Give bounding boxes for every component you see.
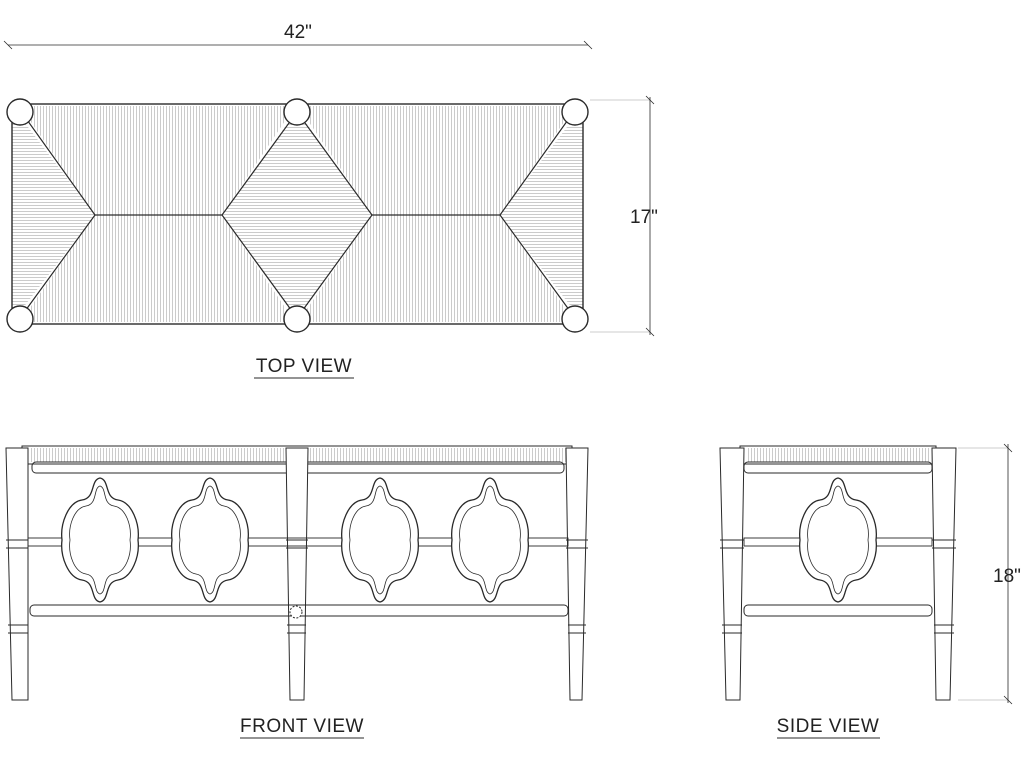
leg-posts <box>6 98 589 333</box>
width-label: 42" <box>284 22 312 43</box>
front-view-label: FRONT VIEW <box>240 716 364 737</box>
depth-dimension: 17" <box>590 95 658 337</box>
height-dimension: 18" <box>958 443 1021 705</box>
front-legs <box>5 447 589 701</box>
seat-weave <box>12 106 583 322</box>
top-view: 42" <box>3 22 658 379</box>
side-quatrefoil <box>799 477 877 603</box>
front-view: FRONT VIEW <box>5 445 589 739</box>
front-quatrefoils <box>61 477 529 603</box>
side-legs <box>719 447 957 701</box>
side-view-label: SIDE VIEW <box>777 716 880 737</box>
height-label: 18" <box>993 566 1021 587</box>
top-view-label: TOP VIEW <box>256 356 352 377</box>
depth-label: 17" <box>630 207 658 228</box>
side-view: 18" SIDE VIEW <box>719 443 1021 739</box>
width-dimension: 42" <box>3 22 593 50</box>
